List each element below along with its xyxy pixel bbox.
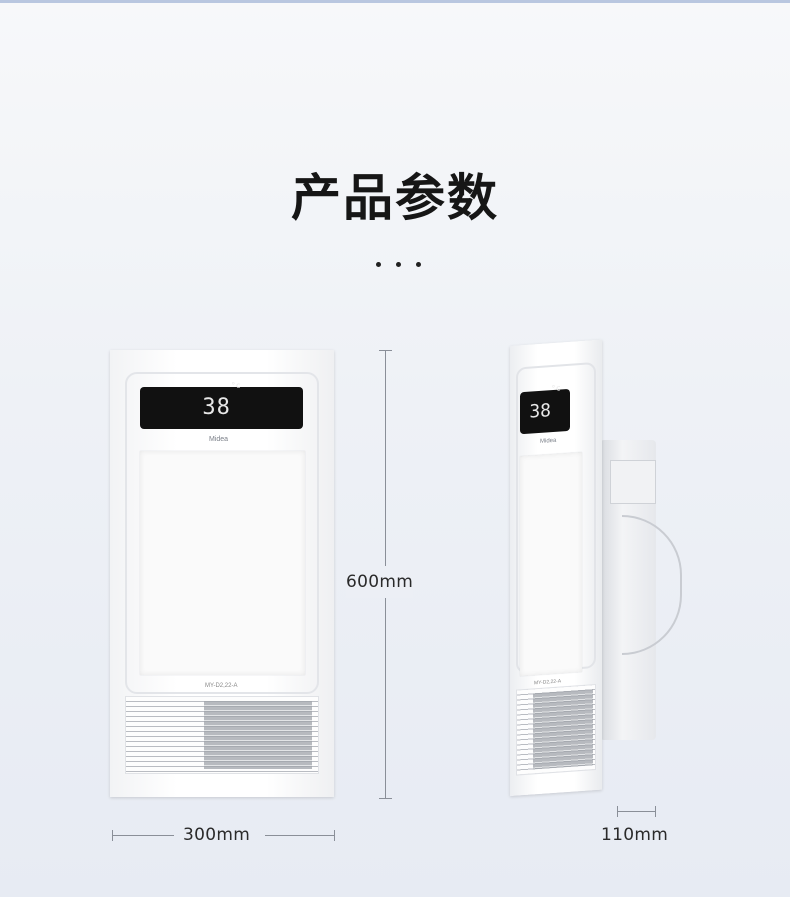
product-housing: [600, 440, 682, 740]
product-side-view: 38 °c Midea MY-D2,22-A: [510, 339, 602, 796]
panel-frame: [125, 372, 319, 694]
height-dimension-label: 600mm: [346, 566, 414, 598]
width-dimension-line-left: [112, 835, 174, 836]
depth-dimension-label: 110mm: [601, 825, 669, 845]
light-panel: [140, 451, 305, 675]
fan-grille: [204, 701, 312, 769]
light-panel: [520, 451, 582, 677]
page-title: 产品参数: [291, 169, 499, 227]
depth-dimension-line: [617, 811, 655, 812]
model-label: MY-D2,22-A: [205, 683, 238, 689]
width-dimension-label: 300mm: [183, 825, 251, 845]
title-dots: [376, 262, 428, 270]
vent-grille: [125, 696, 319, 774]
vent-grille: [516, 683, 596, 776]
model-label: MY-D2,22-A: [534, 678, 562, 687]
exhaust-duct: [610, 460, 656, 504]
temperature-display: 38 °c: [520, 383, 570, 435]
display-temperature: 38: [202, 395, 231, 420]
display-unit: °c: [551, 383, 561, 394]
width-tick-right: [334, 830, 335, 841]
display-temperature: 38: [529, 400, 552, 423]
temperature-display: 38 °c: [140, 381, 303, 429]
brand-logo: Midea: [540, 437, 557, 445]
brand-logo: Midea: [209, 436, 229, 443]
fan-grille: [533, 689, 593, 770]
width-dimension-line-right: [265, 835, 335, 836]
top-accent-line: [0, 0, 790, 3]
fan-housing-curve: [622, 515, 682, 655]
display-unit: °c: [230, 381, 241, 390]
height-tick-bottom: [379, 798, 392, 799]
depth-tick-right: [655, 806, 656, 817]
product-front-view: 38 °c Midea MY-D2,22-A: [110, 350, 334, 797]
dot: [396, 262, 401, 267]
height-tick-top: [379, 350, 392, 351]
dot: [416, 262, 421, 267]
dot: [376, 262, 381, 267]
